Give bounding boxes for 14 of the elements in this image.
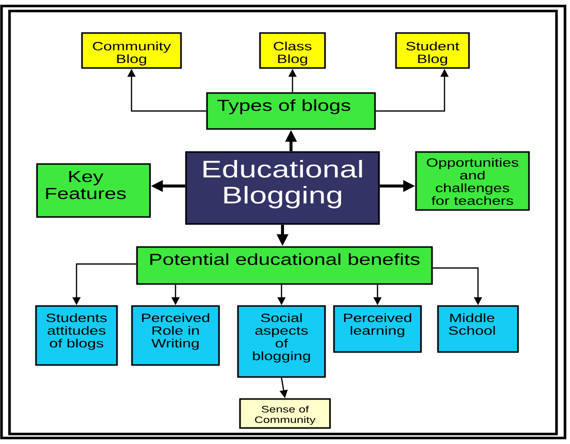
main-topic-box: Educational Blogging <box>185 151 380 225</box>
topic-box: Opportunities and challenges for teachers <box>415 151 530 211</box>
blog-type-box: Class Blog <box>259 32 326 69</box>
subtopic-box: Perceived learning <box>333 305 422 353</box>
subtopic-box: Middle School <box>437 305 519 353</box>
subtopic-box: Students attitudes of blogs <box>35 305 118 366</box>
topic-box: Key Features <box>36 163 151 218</box>
subtopic-box: Perceived Role in Writing <box>131 305 220 366</box>
blog-type-box: Community Blog <box>81 32 182 69</box>
topic-box: Potential educational benefits <box>136 246 433 285</box>
subtopic-box: Social aspects of blogging <box>237 305 326 378</box>
topic-box: Types of blogs <box>206 92 376 130</box>
blog-type-box: Student Blog <box>395 32 470 69</box>
detail-box: Sense of Community <box>239 398 331 429</box>
